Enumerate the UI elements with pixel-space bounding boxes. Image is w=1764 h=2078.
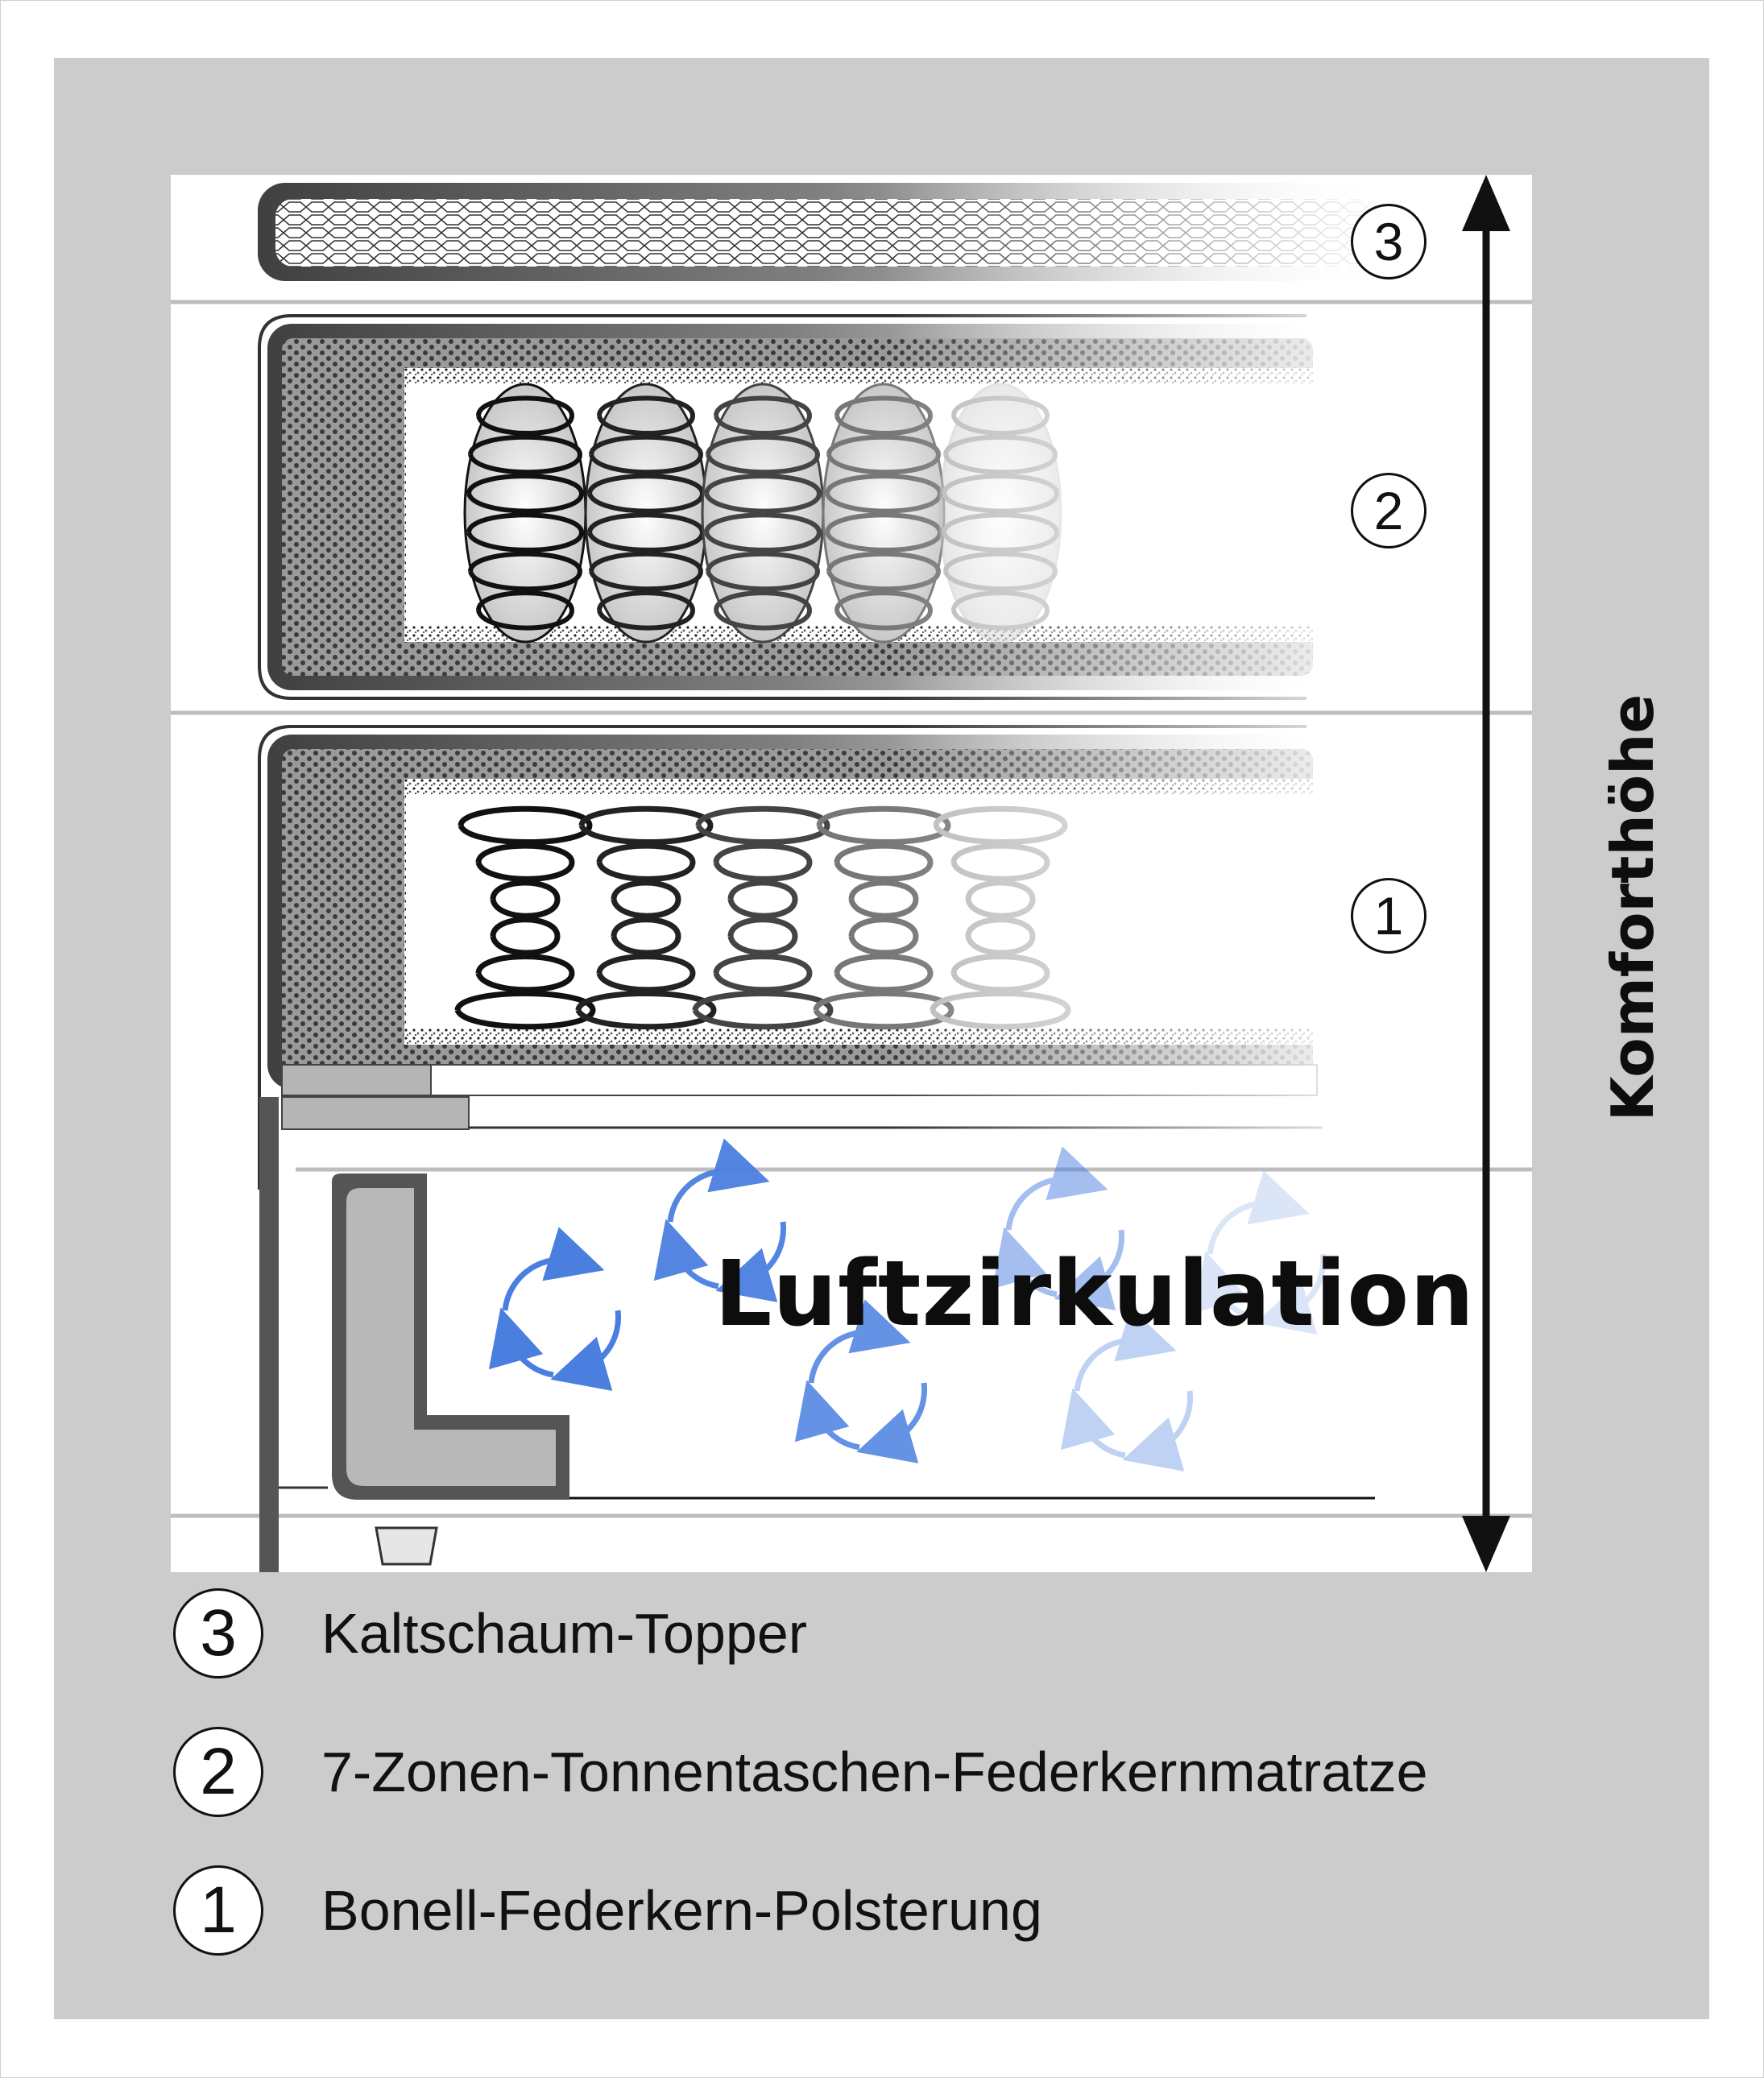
legend-marker: 2 — [173, 1726, 263, 1817]
layer-marker-3: 3 — [1351, 204, 1427, 279]
diagram-panel: 3 2 1 Luftzirkulation Komforthöhe 3 Kalt… — [54, 58, 1709, 2019]
circulation-arrow-icon — [794, 1299, 928, 1463]
legend-marker: 1 — [173, 1865, 263, 1956]
legend-label: 7-Zonen-Tonnentaschen-Federkernmatratze — [321, 1740, 1428, 1803]
circulation-arrow-icon — [1060, 1307, 1194, 1472]
legend-item-bonell-spring: 1 Bonell-Federkern-Polsterung — [173, 1864, 1042, 1956]
bed-cross-section: 3 2 1 Luftzirkulation — [171, 175, 1532, 1572]
legend-item-pocket-spring: 2 7-Zonen-Tonnentaschen-Federkernmatratz… — [173, 1725, 1428, 1818]
comfort-height-label: Komforthöhe — [1599, 693, 1667, 1122]
pocket-spring-layer — [251, 312, 1411, 706]
air-circulation-label: Luftzirkulation — [714, 1242, 1475, 1347]
legend-item-topper: 3 Kaltschaum-Topper — [173, 1587, 807, 1679]
layer-separators — [171, 300, 1532, 1518]
legend-label: Bonell-Federkern-Polsterung — [321, 1878, 1042, 1942]
layer-marker-1: 1 — [1351, 878, 1427, 954]
circulation-arrow-icon — [653, 1138, 787, 1302]
topper-layer — [251, 179, 1395, 288]
circulation-arrow-icon — [1193, 1170, 1327, 1335]
legend-marker: 3 — [173, 1587, 263, 1679]
circulation-arrow-icon — [992, 1146, 1125, 1310]
legend-label: Kaltschaum-Topper — [321, 1601, 808, 1665]
bonell-spring-layer — [251, 722, 1411, 1190]
box-base — [259, 1097, 1375, 1572]
layer-marker-2: 2 — [1351, 473, 1427, 548]
air-circulation-arrows — [488, 1138, 1327, 1472]
comfort-height-arrow — [1462, 175, 1510, 1572]
cross-section-drawing — [171, 175, 1532, 1572]
circulation-arrow-icon — [488, 1227, 622, 1391]
